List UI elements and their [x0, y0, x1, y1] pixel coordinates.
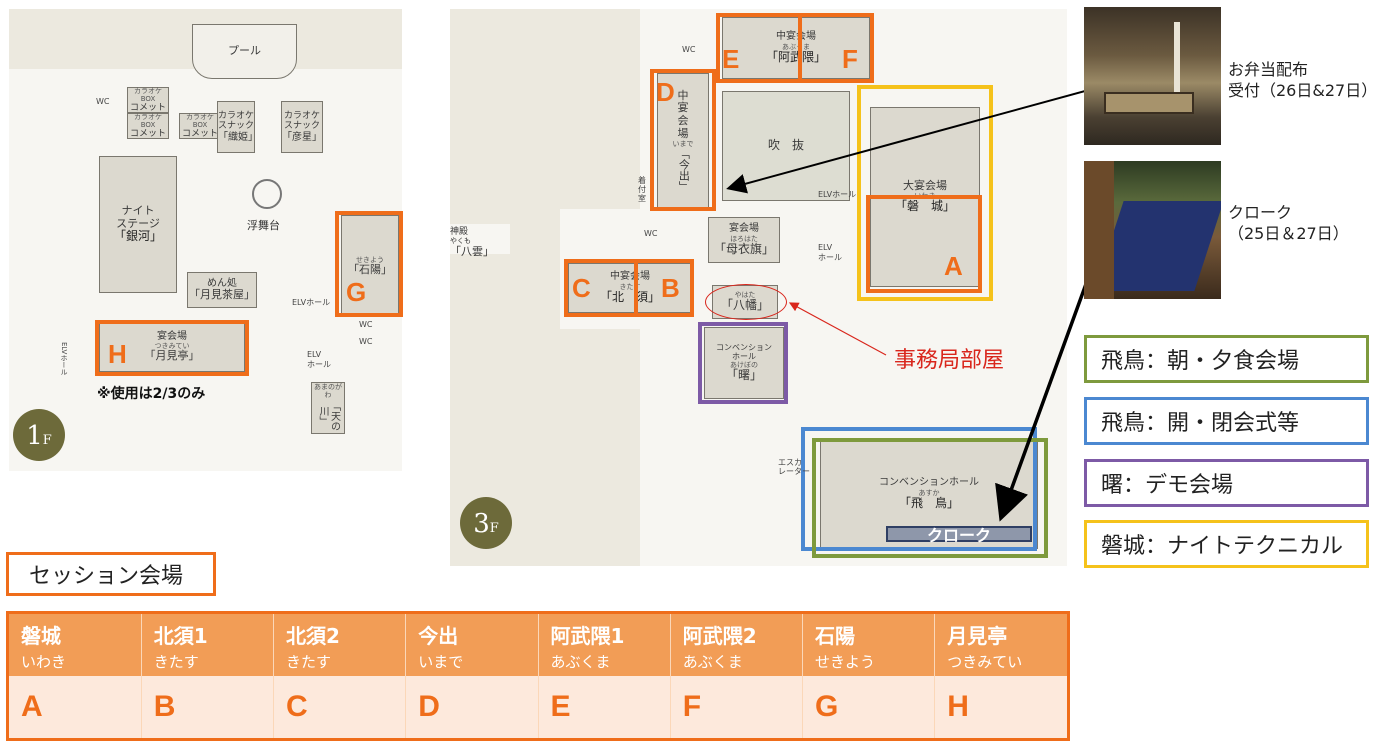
- asuka-meal-highlight: [812, 438, 1048, 558]
- floor3-shrine-area: [450, 224, 510, 254]
- session-col-imade: 今出いまで: [405, 614, 539, 676]
- session-letter-E: E: [538, 676, 671, 738]
- arrow-bento-to-imade: [726, 75, 1141, 194]
- letter-D: D: [656, 77, 675, 107]
- karaoke-snack-hikoboshi: カラオケ スナック「彦星」: [281, 101, 323, 153]
- floor3-wc-top: WC: [682, 45, 696, 54]
- iwaki-highlight-A: [866, 195, 982, 293]
- night-stage-ginga: ナイト ステージ「銀河」: [99, 156, 177, 293]
- pool: プール: [192, 24, 297, 79]
- akebono-room: コンベンション ホールあけぼの「曙」: [704, 327, 784, 399]
- floor3-map: 中宴会場あぶくま「阿武隈」 E F WC 中 宴 会 場いまで「今出」 D 着 …: [450, 9, 1067, 566]
- floor3-wc-mid: WC: [644, 229, 658, 238]
- elv-label-floor3: ELV ホール: [818, 243, 842, 262]
- abukuma-highlight-F: [798, 13, 874, 83]
- elv-hall-label-floor3: ELVホール: [818, 190, 857, 199]
- imade-highlight-D: [650, 69, 716, 211]
- imade-room: 中 宴 会 場いまで「今出」: [657, 73, 709, 209]
- session-letter-H: H: [934, 676, 1067, 738]
- photo1-caption: お弁当配布 受付（26日&27日）: [1228, 60, 1378, 100]
- ukibutai-circle: [252, 179, 282, 209]
- elv-hall-side-label: ELVホール: [60, 342, 68, 376]
- horohata-room: 宴会場ほろはた「母衣旗」: [708, 217, 780, 263]
- session-letter-G: G: [802, 676, 936, 738]
- kitasu-highlight-B: [634, 259, 694, 317]
- session-col-sekiyou: 石陽せきよう: [802, 614, 936, 676]
- karaoke-snack-orihime: カラオケ スナック「織姫」: [217, 101, 258, 153]
- photo-cloak: [1084, 161, 1221, 299]
- letter-H: H: [108, 339, 127, 369]
- floor1-wc-2: WC: [359, 337, 373, 346]
- session-letter-B: B: [141, 676, 275, 738]
- legend-asuka-meals: 飛鳥：朝・夕食会場: [1084, 335, 1369, 383]
- session-title: セッション会場: [6, 552, 216, 596]
- cloak-area: クローク: [886, 526, 1032, 545]
- sekiyou-room: せきよう「石陽」: [341, 215, 399, 317]
- elv-label-floor1: ELV ホール: [307, 350, 331, 369]
- iwaki-night-technical-highlight: [857, 85, 993, 301]
- yakumo-shrine: 神殿やくも「八雲」: [450, 227, 494, 258]
- letter-F: F: [842, 44, 858, 74]
- legend-akebono-demo: 曙：デモ会場: [1084, 459, 1369, 507]
- arrow-cloak-to-asuka: [995, 261, 1096, 522]
- office-ellipse: [705, 284, 787, 320]
- menya-tsukimi-chaya: めん処「月見茶屋」: [187, 272, 257, 308]
- asuka-ceremony-highlight: [801, 427, 1037, 551]
- akebono-demo-highlight: [698, 322, 788, 404]
- floor1-wc-label: WC: [96, 97, 110, 106]
- letter-E: E: [722, 44, 740, 74]
- ukibutai-label: 浮舞台: [247, 219, 280, 232]
- kitsuke-room: 着 付 室: [638, 176, 646, 203]
- legend-asuka-ceremony: 飛鳥：開・閉会式等: [1084, 397, 1369, 445]
- letter-G: G: [346, 277, 367, 307]
- session-letter-A: A: [9, 676, 142, 738]
- photo2-caption: クローク （25日＆27日）: [1228, 203, 1349, 243]
- office-label: 事務局部屋: [894, 348, 1005, 373]
- session-letter-F: F: [670, 676, 804, 738]
- legend-iwaki-night: 磐城：ナイトテクニカル: [1084, 520, 1369, 568]
- abukuma-room: 中宴会場あぶくま「阿武隈」: [722, 17, 870, 79]
- arrow-office-to-yahata: [788, 302, 887, 356]
- letter-B: B: [661, 273, 680, 303]
- letter-C: C: [572, 273, 591, 303]
- tsukimitei-highlight-H: [95, 320, 249, 376]
- floor1-wc-1: WC: [359, 320, 373, 329]
- photo-bento-reception: [1084, 7, 1221, 145]
- elv-hall-label: ELVホール: [292, 298, 331, 307]
- session-letter-C: C: [273, 676, 407, 738]
- amanogawa-room: あまのがわ「天の川」: [311, 382, 345, 434]
- letter-A: A: [944, 251, 963, 281]
- session-col-tsukimitei: 月見亭つきみてい: [947, 624, 1023, 671]
- session-letter-D: D: [405, 676, 539, 738]
- kitasu-room: 中宴会場きたす「北 須」: [568, 263, 692, 313]
- sekiyou-highlight-G: [335, 211, 403, 317]
- tsukimitei-room: 宴会場つきみてい「月見亭」: [99, 322, 245, 372]
- session-letter-row: A B C D E F G H: [9, 676, 1067, 738]
- floor1-usage-note: ※使用は2/3のみ: [97, 386, 206, 402]
- session-col-iwaki: 磐城いわき: [9, 614, 142, 676]
- escalator-label: エスカ レーター: [778, 458, 810, 476]
